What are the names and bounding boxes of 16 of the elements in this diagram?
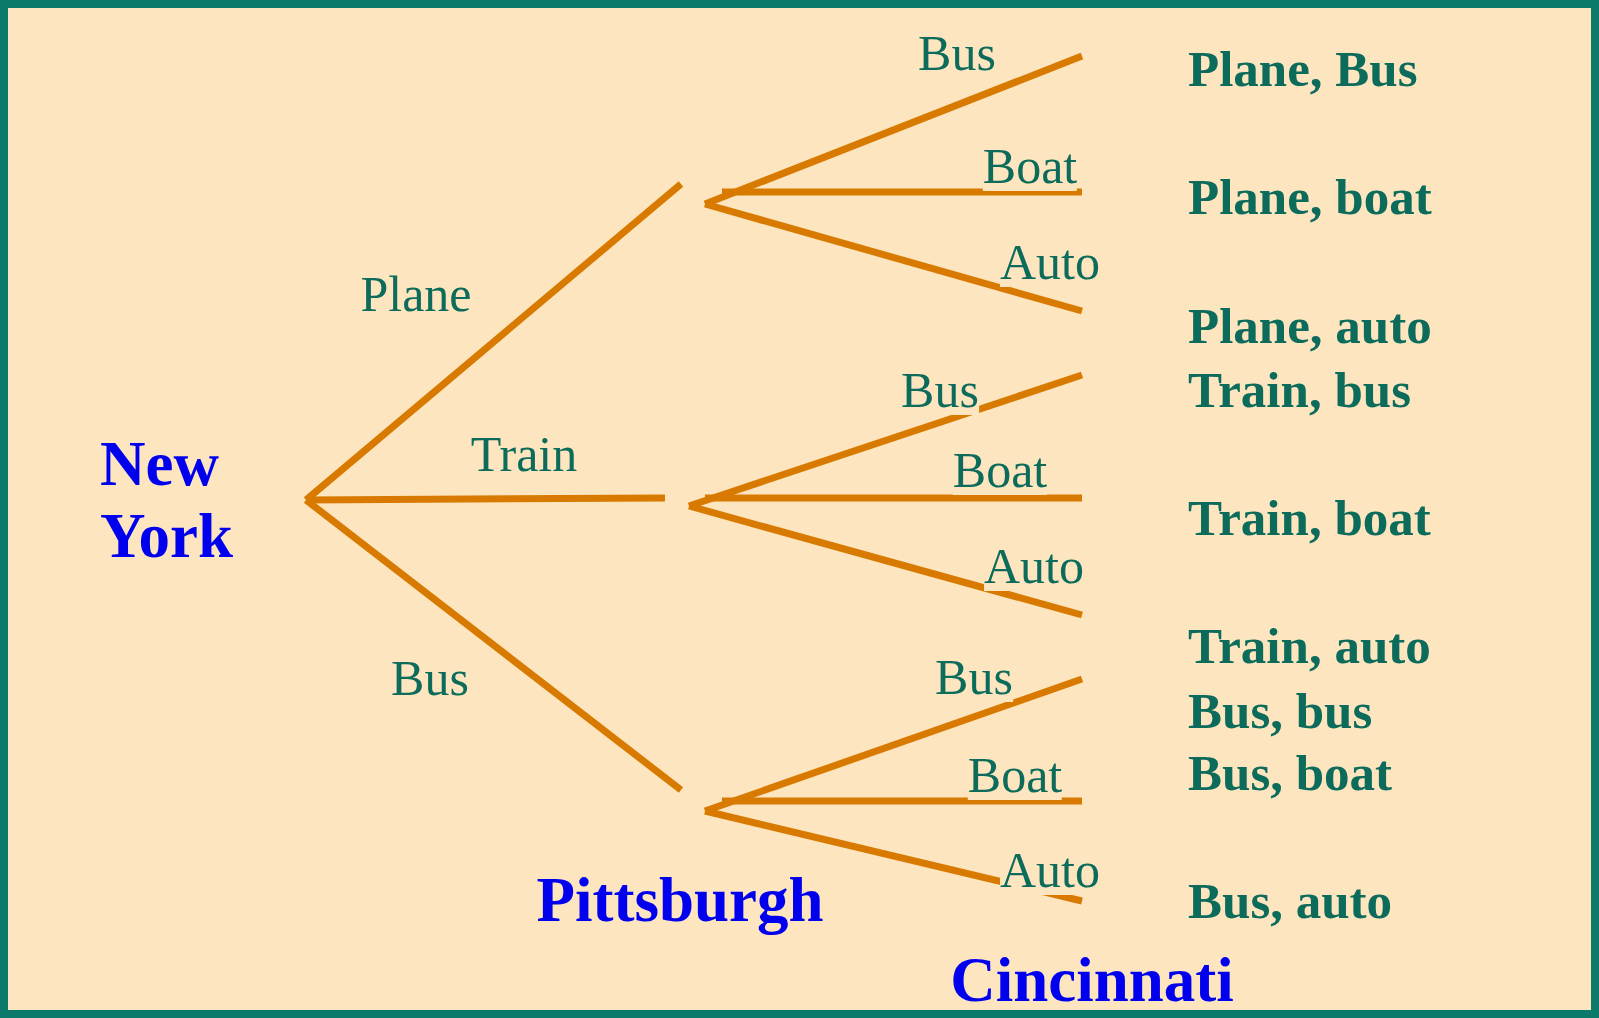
outcome-label: Bus, boat: [1188, 745, 1393, 801]
branch-line: [704, 200, 1083, 315]
outcome-label: Plane, boat: [1188, 169, 1432, 225]
branch-line: [688, 502, 1083, 619]
branch-line: [722, 188, 1082, 196]
city-label: Cincinnati: [950, 948, 1234, 1010]
outcome-label: Bus, bus: [1188, 683, 1373, 739]
outcome-label: Train, auto: [1188, 618, 1431, 674]
branch-line: [704, 807, 1083, 905]
city-label: New York: [100, 427, 234, 573]
outcome-label: Bus, auto: [1188, 873, 1393, 929]
outcome-label: Plane, Bus: [1188, 41, 1418, 97]
outcome-label: Train, boat: [1188, 490, 1431, 546]
outcome-label: Train, bus: [1188, 362, 1411, 418]
outcome-label: Plane, auto: [1188, 298, 1432, 354]
branch-line: [303, 497, 684, 793]
